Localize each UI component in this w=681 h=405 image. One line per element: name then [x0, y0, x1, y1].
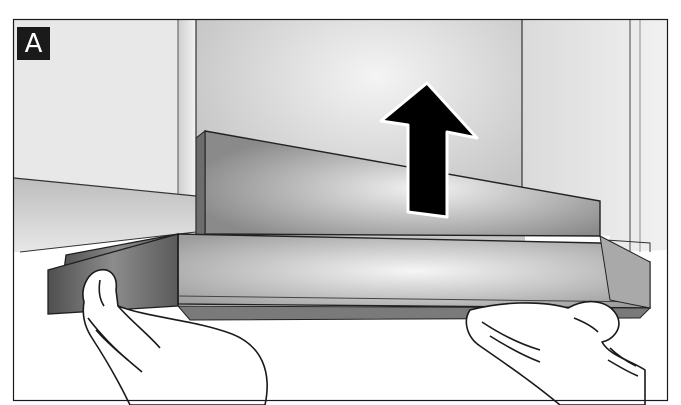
step-label: A [17, 27, 50, 60]
hand-right-icon [466, 302, 645, 405]
